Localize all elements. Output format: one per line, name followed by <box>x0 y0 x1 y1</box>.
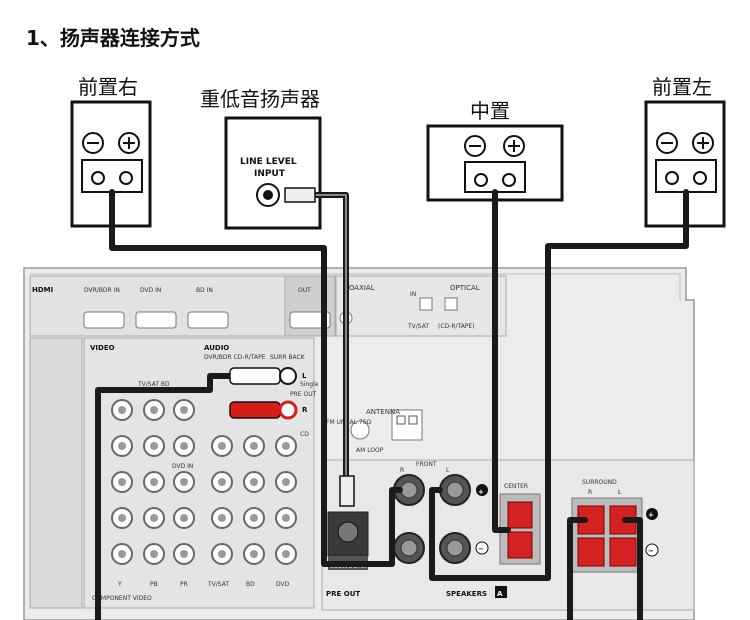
speaker-cables <box>95 187 689 620</box>
hdmi-port-bd <box>187 311 229 329</box>
out-label: OUT <box>298 287 311 294</box>
coaxial-label: COAXIAL <box>344 284 375 292</box>
rca-jack-center <box>250 478 258 486</box>
rca-jack-center <box>150 550 158 558</box>
surround-minus-symbol: − <box>648 547 654 555</box>
rca-plug-white <box>229 367 281 385</box>
rca-jack-center <box>118 406 126 414</box>
rca-jack-center <box>150 406 158 414</box>
dvd-in-label: DVD IN <box>140 287 161 294</box>
rca-jack-center <box>180 514 188 522</box>
hdmi-port-out <box>289 311 331 329</box>
tv-sat-optical-label: TV/SAT <box>407 323 429 330</box>
rca-jack-center <box>150 442 158 450</box>
surround-left-cable <box>622 517 643 620</box>
center-speaker <box>426 124 564 202</box>
rca-jack-center <box>118 550 126 558</box>
surround-speaker-terminals <box>571 497 659 573</box>
rca-jack-center <box>218 478 226 486</box>
tv-sat-label: TV/SAT <box>207 581 229 588</box>
rca-jack-center <box>118 514 126 522</box>
surr-back-l-label: L <box>302 372 307 380</box>
input-label: INPUT <box>254 169 286 179</box>
dvr-bdr-in-label: DVR/BDR IN <box>84 287 120 294</box>
single-label: Single <box>300 381 319 388</box>
rca-jack-center <box>282 514 290 522</box>
am-loop-label: AM LOOP <box>356 447 384 454</box>
surround-plus-symbol: + <box>648 511 654 519</box>
rca-jack-center <box>250 442 258 450</box>
subwoofer-label: 重低音扬声器 <box>200 87 320 111</box>
rca-jack-center <box>180 478 188 486</box>
rca-jack-center <box>218 442 226 450</box>
surr-back-label: SURR BACK <box>270 354 306 361</box>
rca-jack-center <box>218 514 226 522</box>
subwoofer-speaker <box>224 116 322 230</box>
rca-plug-red <box>229 401 281 419</box>
speakers-a-badge-label: A <box>497 590 503 598</box>
speakers-a-badge <box>495 586 507 598</box>
optical-in-label: IN <box>410 291 416 298</box>
surround-r-label: R <box>588 489 592 496</box>
rca-jack-center <box>250 550 258 558</box>
rca-jack-center <box>282 478 290 486</box>
component-video-label: COMPONENT VIDEO <box>92 595 152 602</box>
pr-label: PR <box>180 581 188 588</box>
front-right-cable <box>109 189 403 567</box>
front-plus-symbol: + <box>478 488 484 496</box>
rca-jack-center <box>282 550 290 558</box>
center-label: 中置 <box>470 99 510 123</box>
audio-label: AUDIO <box>204 344 229 352</box>
front-left-label: 前置左 <box>652 75 712 99</box>
page-title: 1、扬声器连接方式 <box>26 26 200 50</box>
front-minus-symbol: − <box>478 545 484 553</box>
rca-jack-center <box>180 550 188 558</box>
rca-jack-center <box>118 478 126 486</box>
rca-jack-center <box>218 550 226 558</box>
receiver-back-panel <box>23 267 695 620</box>
front-r-label: R <box>400 467 404 474</box>
optical-label: OPTICAL <box>450 284 480 292</box>
dvd-label: DVD <box>276 581 290 588</box>
cd-r-tape-optical-label: (CD-R/TAPE) <box>438 323 475 330</box>
hdmi-port-dvr <box>83 311 125 329</box>
antenna-label: ANTENNA <box>366 408 400 416</box>
hdmi-port-dvd <box>135 311 177 329</box>
rca-jack-center <box>150 478 158 486</box>
video-tv-sat-bd-label: TV/SAT BD <box>137 381 170 388</box>
rca-jack-center <box>118 442 126 450</box>
line-level-label: LINE LEVEL <box>240 157 297 167</box>
surround-label: SURROUND <box>582 479 617 486</box>
rca-jack-center <box>150 514 158 522</box>
rca-jack-center <box>282 442 290 450</box>
center-terminal-label: CENTER <box>504 483 528 490</box>
surround-l-label: L <box>618 489 622 496</box>
speakers-label: SPEAKERS <box>446 590 487 598</box>
rca-jack-center <box>180 406 188 414</box>
front-right-label: 前置右 <box>78 75 138 99</box>
front-speaker-terminals <box>393 474 489 564</box>
video-label: VIDEO <box>90 344 115 352</box>
front-label: FRONT <box>416 461 437 468</box>
pb-label: PB <box>150 581 158 588</box>
bd-label: BD <box>246 581 255 588</box>
center-cable <box>492 189 511 533</box>
y-label: Y <box>117 581 122 588</box>
surr-back-r-label: R <box>302 406 308 414</box>
hdmi-label: HDMI <box>32 286 53 294</box>
cd-label: CD <box>300 431 309 438</box>
pre-out-bottom-label: PRE OUT <box>326 590 360 598</box>
bd-in-label: BD IN <box>196 287 213 294</box>
video-dvd-in-label: DVD IN <box>172 463 193 470</box>
front-left-cable <box>429 189 689 581</box>
surr-pre-out-label: PRE OUT <box>290 391 317 398</box>
surround-right-cable <box>567 517 588 620</box>
front-l-label: L <box>446 467 450 474</box>
rca-jack-center <box>180 442 188 450</box>
audio-sub-label: DVR/BDR CD-R/TAPE <box>204 354 266 361</box>
rca-jack-center <box>250 514 258 522</box>
rca-jack-grid <box>111 399 297 565</box>
surround-back-cable <box>95 373 233 620</box>
